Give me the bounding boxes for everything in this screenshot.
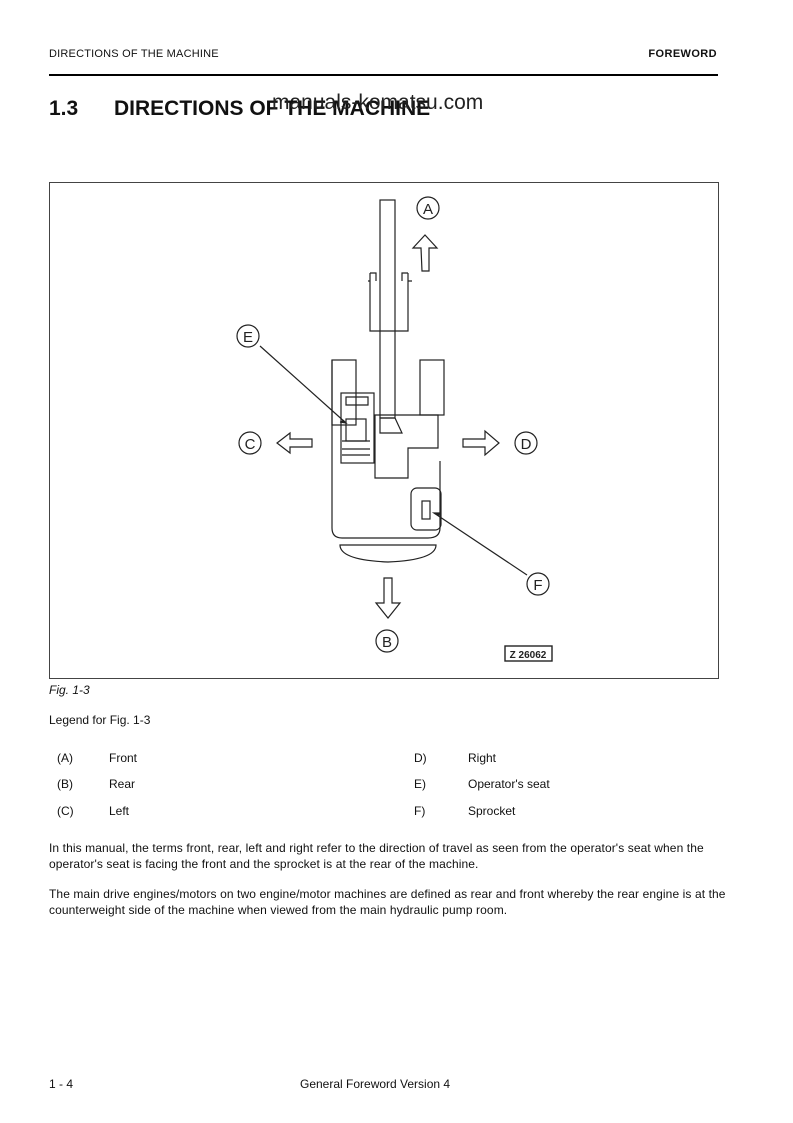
cab-shape [340,392,375,464]
counterweight-shape [339,544,437,563]
label-circle-e [236,324,260,348]
figure-caption: Fig. 1-3 [49,683,90,697]
header-section-title: DIRECTIONS OF THE MACHINE [49,48,219,60]
rear-arrow [374,577,402,619]
header-chapter: FOREWORD [648,48,717,60]
label-circle-d [514,431,538,455]
legend-value: Sprocket [468,804,516,818]
turntable-shape [374,414,439,479]
sprocket-shape [421,500,431,520]
leader-arrowhead-f [431,512,440,517]
figure-code-box [504,645,553,662]
label-circle-b [375,629,399,653]
figure-machine-directions: A B C D E F Z 26062 [49,182,719,679]
footer-document: General Foreword Version 4 [300,1077,451,1091]
front-arrow [411,234,439,272]
right-arrow [462,429,500,457]
legend-value: Right [468,751,497,765]
label-circle-c [238,431,262,455]
legend-value: Left [109,804,130,818]
legend-key: (B) [57,777,73,791]
leader-arrowhead-e [339,419,348,424]
label-a: A [423,201,433,218]
legend-key: (C) [57,804,74,818]
legend-key: F) [414,804,426,818]
label-e: E [243,329,253,346]
sprocket-housing-shape [410,487,442,531]
page-number: 1 - 4 [49,1077,74,1091]
watermark: manuals-komatsu.com [272,91,484,114]
right-track-shape [419,359,445,416]
legend-key: D) [414,751,427,765]
label-c: C [245,436,256,453]
leader-line-f [433,512,528,576]
header-divider [49,74,718,76]
legend-value: Front [109,751,138,765]
boom-shape [379,199,396,419]
label-f: F [533,577,542,594]
legend-value: Operator's seat [468,777,550,791]
figure-code: Z 26062 [510,650,547,661]
arm-bracket-shape [368,272,412,332]
legend-value: Rear [109,777,136,791]
left-arrow [276,431,313,455]
machine-body-shape [331,360,441,539]
paragraph-engines: The main drive engines/motors on two eng… [49,887,726,917]
legend-key: E) [414,777,426,791]
cab-lines [342,440,370,456]
label-b: B [382,634,392,651]
section-number: 1.3 [49,97,79,120]
cab-top-shape [345,396,369,406]
legend-key: (A) [57,751,73,765]
boom-foot-shape [379,417,403,434]
machine-diagram: A B C D E F Z 26062 [236,196,553,662]
legend-title: Legend for Fig. 1-3 [49,713,151,727]
paragraph-directions: In this manual, the terms front, rear, l… [49,841,704,871]
leader-line-e [259,345,347,424]
label-circle-a [416,196,440,220]
section-title: DIRECTIONS OF THE MACHINE [114,97,431,120]
label-circle-f [526,572,550,596]
label-d: D [521,436,532,453]
